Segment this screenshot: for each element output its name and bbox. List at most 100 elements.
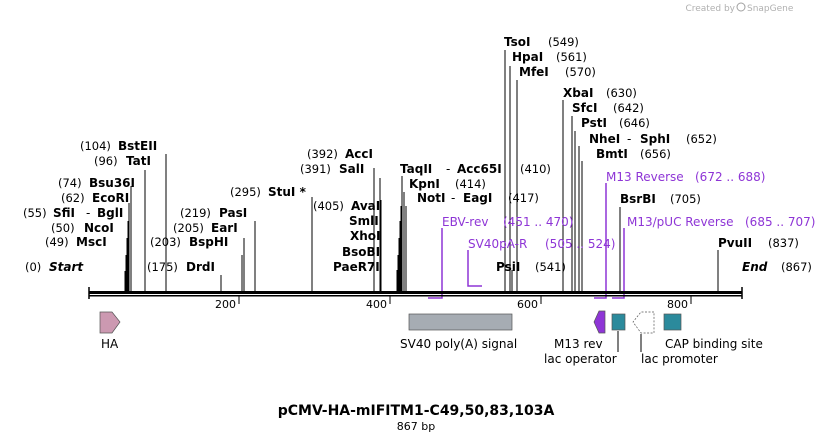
enzyme-label-stuI[interactable]: StuI * [268, 185, 307, 199]
enzyme-pos: (405) [313, 199, 344, 213]
enzyme-pos: (74) [58, 176, 82, 190]
enzyme-label-avaI[interactable]: AvaI [351, 199, 380, 213]
enzyme-label-drdI[interactable]: DrdI [186, 260, 215, 274]
enzyme-label-ecoRI[interactable]: EcoRI [92, 191, 129, 205]
enzyme-pos: (414) [455, 177, 486, 191]
end-label: End [742, 260, 768, 274]
enzyme-label-bsrBI[interactable]: BsrBI [620, 192, 656, 206]
lac-promoter-feature-arrow[interactable] [632, 311, 655, 334]
enzyme-pos: (62) [61, 191, 85, 205]
primer-label-m13-reverse[interactable]: M13 Reverse [606, 170, 684, 184]
enzyme-label-pvuII[interactable]: PvuII [718, 236, 752, 250]
enzyme-label-smlI[interactable]: SmlI [349, 214, 379, 228]
enzyme-label-nheI[interactable]: NheI [589, 132, 620, 146]
enzyme-label-psiI[interactable]: PsiI [496, 260, 520, 274]
enzyme-label-bstEII[interactable]: BstEII [118, 139, 157, 153]
enzyme-label-eagI[interactable]: EagI [463, 191, 492, 205]
cap-binding-site-feature[interactable] [663, 313, 682, 331]
enzyme-separator: - [446, 162, 450, 176]
enzyme-pos: (642) [613, 101, 644, 115]
enzyme-labels-left: (49) MscI (50) NcoI (55) SfiI - BglI (62… [23, 139, 307, 274]
enzyme-pos: (175) [147, 260, 178, 274]
enzyme-label-sfcI[interactable]: SfcI [572, 101, 597, 115]
enzyme-label-xbaI[interactable]: XbaI [563, 86, 593, 100]
enzyme-pos: (391) [300, 162, 331, 176]
enzyme-pos: (417) [508, 191, 539, 205]
enzyme-label-bspHI[interactable]: BspHI [189, 235, 228, 249]
enzyme-pos: (55) [23, 206, 47, 220]
primer-m13-reverse-mark[interactable] [594, 183, 607, 299]
enzyme-separator: - [451, 191, 455, 205]
enzyme-pos: (410) [520, 162, 551, 176]
enzyme-pos: (705) [670, 192, 701, 206]
enzyme-pos: (205) [173, 221, 204, 235]
ruler: 200 400 600 800 [215, 296, 692, 311]
primer-range: (505 .. 524) [545, 237, 615, 251]
enzyme-label-bsu36I[interactable]: Bsu36I [89, 176, 135, 190]
enzyme-pos: (646) [619, 116, 650, 130]
enzyme-label-sfiI[interactable]: SfiI [53, 206, 75, 220]
primer-m13-puc-reverse-mark[interactable] [612, 228, 625, 299]
tick-label-200: 200 [215, 298, 236, 311]
enzyme-pos: (652) [686, 132, 717, 146]
m13-rev-feature-arrow[interactable] [593, 310, 606, 334]
snapgene-logo-icon [736, 2, 746, 12]
primer-sv40pa-r-mark[interactable] [467, 250, 482, 287]
enzyme-pos: (549) [548, 35, 579, 49]
enzyme-pos: (104) [80, 139, 111, 153]
enzyme-label-earI[interactable]: EarI [211, 221, 238, 235]
tick-label-600: 600 [517, 298, 538, 311]
enzyme-label-mfeI[interactable]: MfeI [519, 65, 549, 79]
enzyme-pos: (630) [606, 86, 637, 100]
enzyme-pos: (96) [94, 154, 118, 168]
feature-labels: HA SV40 poly(A) signal M13 rev lac opera… [101, 337, 763, 366]
credit-text: Created by [685, 4, 735, 14]
primer-range: (685 .. 707) [745, 215, 815, 229]
enzyme-label-sphI[interactable]: SphI [640, 132, 670, 146]
enzyme-label-xhoI[interactable]: XhoI [350, 229, 381, 243]
ha-feature-arrow[interactable] [99, 311, 121, 334]
sv40-polyA-feature[interactable] [408, 313, 513, 331]
primer-ebv-rev-mark[interactable] [428, 228, 443, 299]
feature-label-sv40-polyA: SV40 poly(A) signal [400, 337, 517, 351]
enzyme-label-tatI[interactable]: TatI [126, 154, 151, 168]
sequence-ends: (0) Start End (867) [25, 260, 812, 274]
enzyme-label-bmtI[interactable]: BmtI [596, 147, 628, 161]
enzyme-pos: (49) [45, 235, 69, 249]
primer-label-sv40pa-r[interactable]: SV40pA-R [468, 237, 527, 251]
primer-range: (451 .. 470) [503, 215, 573, 229]
enzyme-label-accI[interactable]: AccI [345, 147, 373, 161]
credit-app: SnapGene [747, 4, 794, 14]
enzyme-label-acc65I[interactable]: Acc65I [457, 162, 502, 176]
cut-site-lines [124, 50, 719, 292]
enzyme-label-paeR7I[interactable]: PaeR7I [333, 260, 380, 274]
enzyme-label-salI[interactable]: SalI [339, 162, 364, 176]
enzyme-pos: (203) [150, 235, 181, 249]
enzyme-label-pstI[interactable]: PstI [581, 116, 607, 130]
enzyme-label-bglI[interactable]: BglI [97, 206, 123, 220]
enzyme-labels-middle: PaeR7I BsoBI XhoI SmlI (405) AvaI (391) … [300, 35, 596, 274]
primer-label-ebv-rev[interactable]: EBV-rev [442, 215, 488, 229]
primer-range: (672 .. 688) [695, 170, 765, 184]
enzyme-pos: (541) [535, 260, 566, 274]
enzyme-label-mscI[interactable]: MscI [76, 235, 107, 249]
tick-label-400: 400 [366, 298, 387, 311]
snapgene-credit: Created by SnapGene [685, 2, 794, 14]
enzyme-label-bsoBI[interactable]: BsoBI [342, 245, 380, 259]
start-position: (0) [25, 260, 41, 274]
enzyme-pos: (295) [230, 185, 261, 199]
enzyme-pos: (837) [768, 236, 799, 250]
enzyme-label-pasI[interactable]: PasI [219, 206, 247, 220]
enzyme-pos: (392) [307, 147, 338, 161]
enzyme-label-notI[interactable]: NotI [417, 191, 446, 205]
enzyme-label-tsoI[interactable]: TsoI [504, 35, 530, 49]
enzyme-label-hpaI[interactable]: HpaI [512, 50, 543, 64]
enzyme-label-kpnI[interactable]: KpnI [409, 177, 440, 191]
enzyme-label-taqII[interactable]: TaqII [400, 162, 432, 176]
enzyme-label-ncoI[interactable]: NcoI [84, 221, 114, 235]
primer-label-m13-puc-reverse[interactable]: M13/pUC Reverse [627, 215, 734, 229]
lac-operator-feature[interactable] [611, 313, 626, 331]
enzyme-pos: (50) [51, 221, 75, 235]
enzyme-pos: (561) [556, 50, 587, 64]
